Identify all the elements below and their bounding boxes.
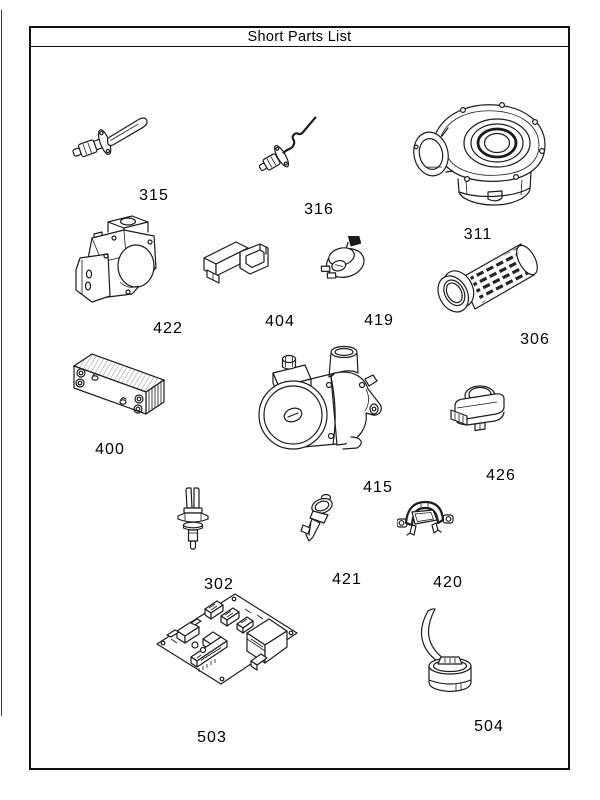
part-label: 421 bbox=[332, 571, 362, 588]
part-label: 315 bbox=[139, 187, 169, 204]
temperature-sensor-drawing bbox=[177, 487, 209, 550]
part-label: 311 bbox=[463, 226, 493, 243]
clip-on-thermostat-drawing bbox=[397, 500, 454, 536]
part-label: 426 bbox=[486, 467, 516, 484]
mounting-bracket-drawing bbox=[203, 241, 269, 284]
pressure-switch-drawing bbox=[320, 236, 365, 279]
part-label: 504 bbox=[474, 718, 504, 735]
sensor-switch-drawing bbox=[450, 385, 505, 432]
part-label: 420 bbox=[433, 574, 463, 591]
part-label: 422 bbox=[153, 320, 183, 337]
part-label: 400 bbox=[95, 441, 125, 458]
title-bar: Short Parts List bbox=[31, 28, 568, 47]
gas-valve-drawing bbox=[75, 215, 157, 303]
part-label: 302 bbox=[204, 576, 234, 593]
sensor-with-cable-drawing bbox=[420, 608, 472, 693]
fan-assembly-drawing bbox=[413, 101, 546, 206]
page-title: Short Parts List bbox=[247, 29, 352, 45]
part-label: 306 bbox=[520, 331, 550, 348]
scan-edge-line bbox=[1, 10, 2, 716]
part-label: 316 bbox=[304, 201, 334, 218]
control-pcb-drawing bbox=[156, 593, 298, 685]
circulation-pump-drawing bbox=[258, 345, 382, 450]
ignition-electrode-drawing bbox=[72, 117, 148, 158]
part-label: 419 bbox=[364, 312, 394, 329]
sensor-probe-drawing bbox=[300, 493, 333, 542]
sheet-border: Short Parts List 315 bbox=[29, 26, 570, 770]
plate-heat-exchanger-drawing bbox=[72, 353, 166, 415]
detection-electrode-drawing bbox=[259, 116, 317, 172]
filter-cartridge-drawing bbox=[437, 243, 538, 313]
part-label: 415 bbox=[363, 479, 393, 496]
part-label: 404 bbox=[265, 313, 295, 330]
part-label: 503 bbox=[197, 729, 227, 746]
